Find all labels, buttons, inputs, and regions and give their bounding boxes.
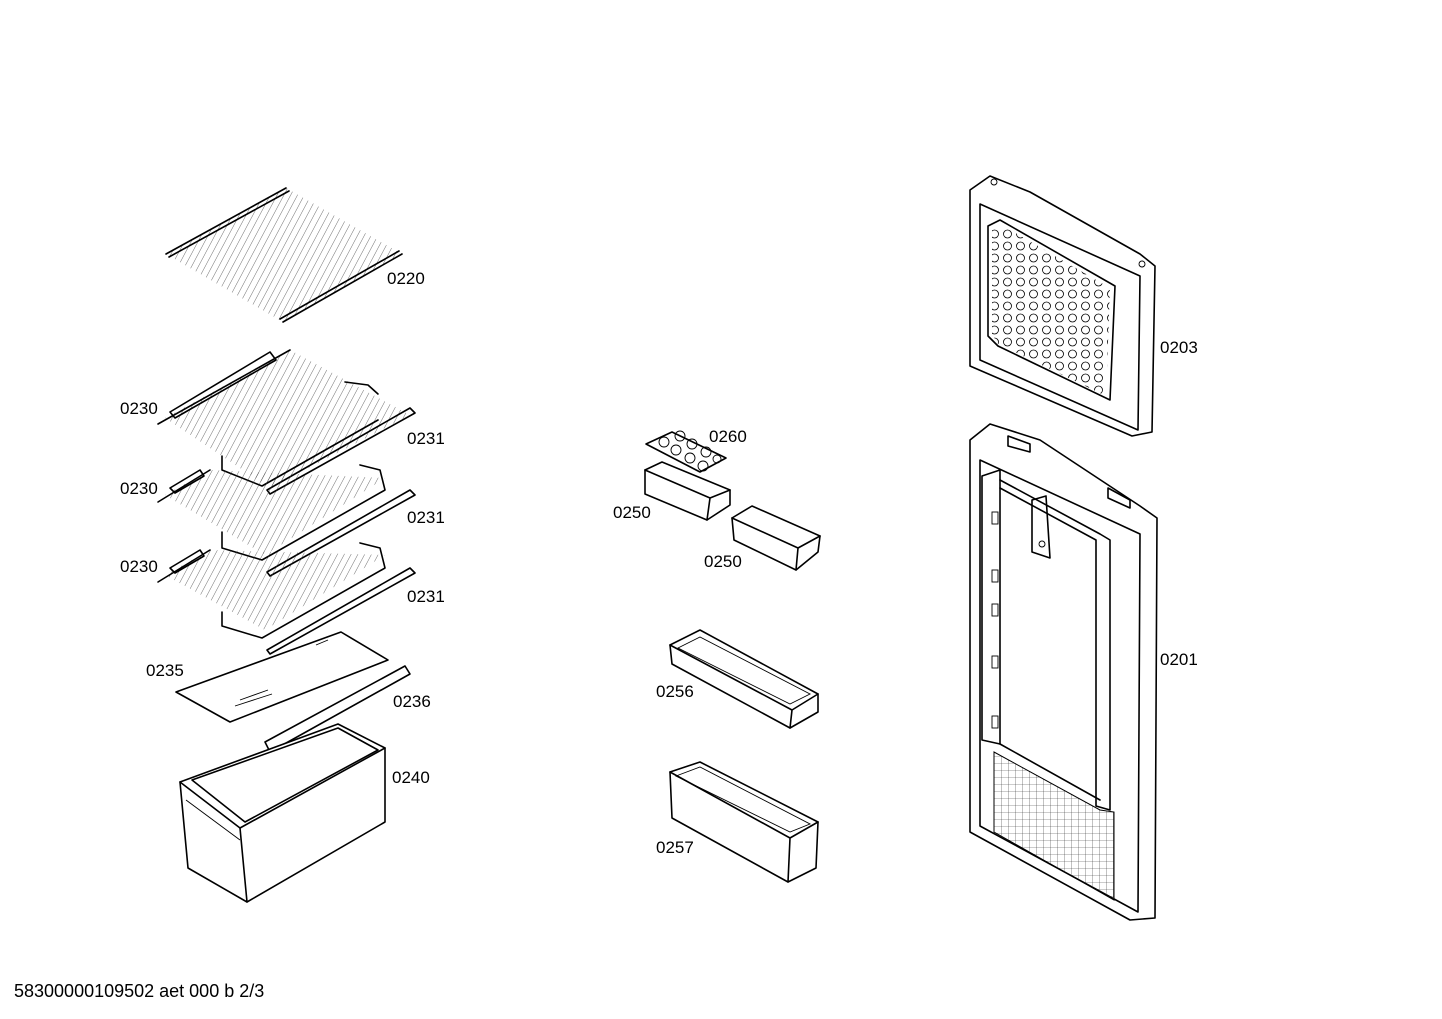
butter-box-0250-b bbox=[731, 505, 821, 571]
door-rack-0256 bbox=[669, 629, 819, 729]
trim-strip-0236 bbox=[264, 665, 411, 753]
label-0235: 0235 bbox=[146, 661, 184, 680]
label-0230: 0230 bbox=[120, 557, 158, 576]
freezer-door-0203 bbox=[969, 175, 1156, 437]
label-0203: 0203 bbox=[1160, 338, 1198, 357]
butter-box-0250-a bbox=[644, 461, 731, 521]
label-0240: 0240 bbox=[392, 768, 430, 787]
label-0260: 0260 bbox=[709, 427, 747, 446]
label-0231: 0231 bbox=[407, 508, 445, 527]
label-0230: 0230 bbox=[120, 479, 158, 498]
door-bin-0257 bbox=[669, 761, 819, 883]
egg-tray-0260 bbox=[645, 430, 727, 473]
label-0220: 0220 bbox=[387, 269, 425, 288]
glass-plate-0235 bbox=[175, 631, 389, 723]
wire-shelf-0220 bbox=[165, 187, 403, 323]
document-footer-id: 58300000109502 aet 000 b 2/3 bbox=[14, 981, 265, 1001]
fridge-door-0201 bbox=[969, 423, 1158, 921]
label-0250: 0250 bbox=[613, 503, 651, 522]
label-0231: 0231 bbox=[407, 587, 445, 606]
label-0231: 0231 bbox=[407, 429, 445, 448]
glass-shelf-0230-low bbox=[157, 542, 416, 655]
label-0257: 0257 bbox=[656, 838, 694, 857]
label-0250: 0250 bbox=[704, 552, 742, 571]
label-0256: 0256 bbox=[656, 682, 694, 701]
label-0201: 0201 bbox=[1160, 650, 1198, 669]
label-0230: 0230 bbox=[120, 399, 158, 418]
label-0236: 0236 bbox=[393, 692, 431, 711]
crisper-drawer-0240 bbox=[179, 723, 386, 903]
